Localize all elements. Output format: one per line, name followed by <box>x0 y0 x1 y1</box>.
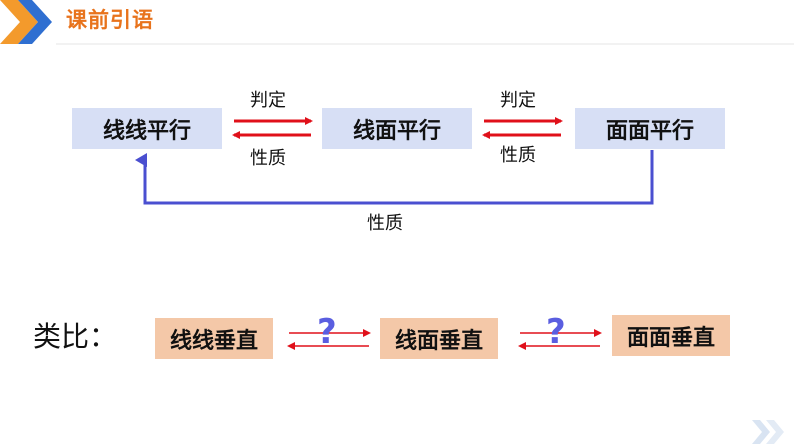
page-title: 课前引语 <box>66 8 154 32</box>
long-feedback-arrow <box>135 150 654 205</box>
question-mark-icon-1: ? <box>317 312 337 352</box>
chevron-logo-icon <box>0 0 52 44</box>
box-line-line-parallel: 线线平行 <box>72 108 222 149</box>
box-line-plane-perpendicular: 线面垂直 <box>380 318 498 359</box>
box-line-line-perpendicular: 线线垂直 <box>155 318 273 359</box>
next-chevron-icon <box>752 420 784 444</box>
question-mark-icon-2: ? <box>546 312 566 352</box>
box-plane-plane-parallel: 面面平行 <box>575 108 725 149</box>
long-arrow-label: 性质 <box>367 213 403 234</box>
arrow-label-property-2: 性质 <box>500 145 536 166</box>
arrow-label-decision-2: 判定 <box>500 90 536 111</box>
box-plane-plane-perpendicular: 面面垂直 <box>612 315 730 356</box>
double-arrow-2 <box>482 117 563 139</box>
analogy-label: 类比： <box>33 320 118 353</box>
thin-arrow-pair-2 <box>518 329 602 350</box>
box-line-plane-parallel: 线面平行 <box>322 108 472 149</box>
double-arrow-1 <box>232 117 313 139</box>
arrow-label-property-1: 性质 <box>250 148 286 169</box>
thin-arrow-pair-1 <box>287 329 371 350</box>
arrow-label-decision-1: 判定 <box>250 90 286 111</box>
